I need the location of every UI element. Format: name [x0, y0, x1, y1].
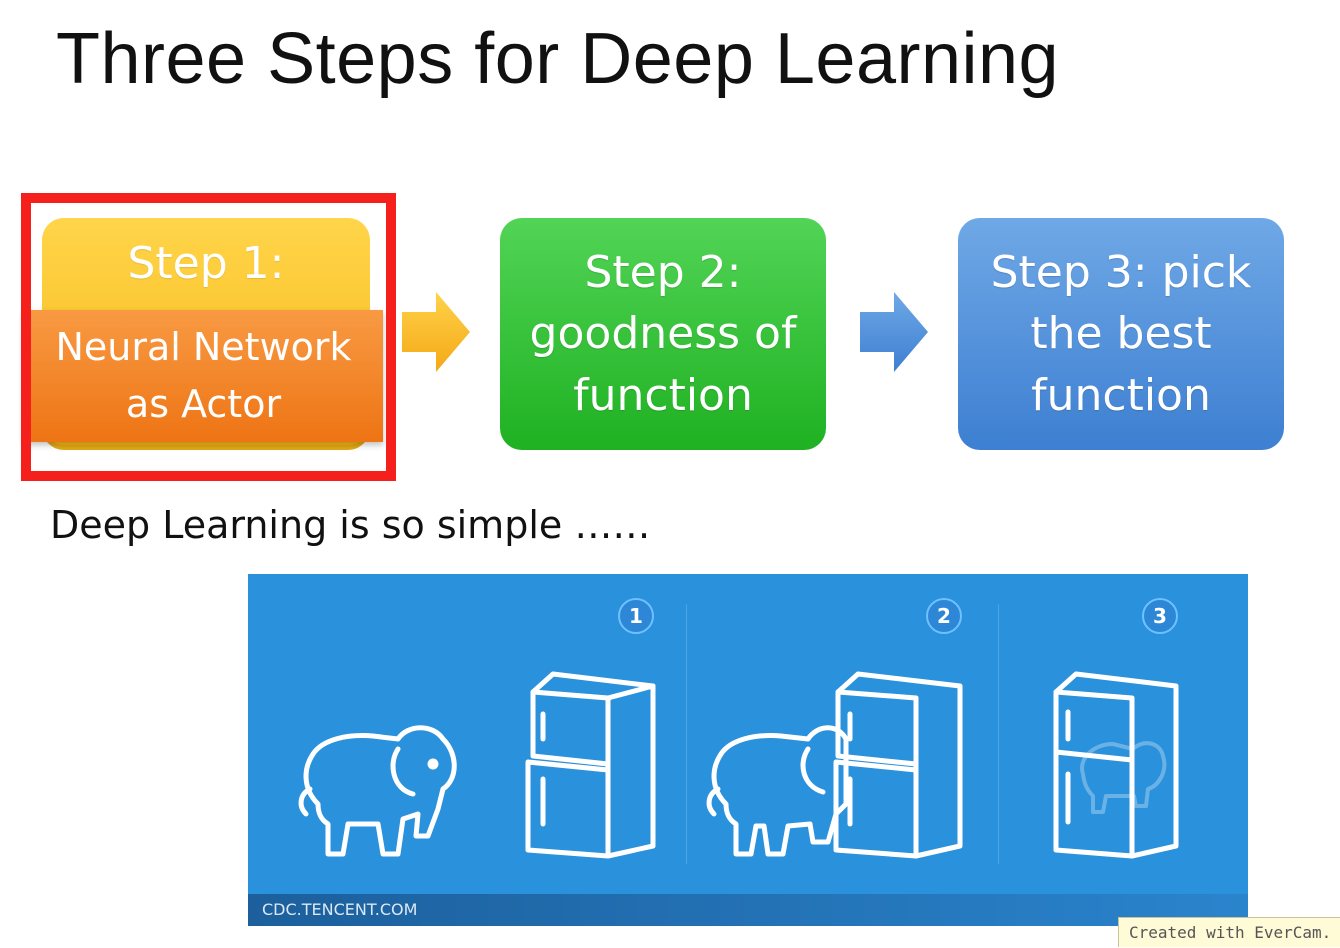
- watermark: Created with EverCam.: [1118, 917, 1340, 947]
- highlight-frame: [21, 193, 396, 481]
- refrigerator-icon: [525, 671, 656, 859]
- source-label: CDC.TENCENT.COM: [262, 900, 418, 919]
- step3-label: Step 3: pick the best function: [990, 246, 1252, 421]
- elephant-fridge-illustration: [298, 671, 1179, 859]
- step-badge-1: 1: [618, 598, 654, 634]
- elephant-icon: [298, 725, 457, 857]
- step1-overlay: Neural Network as Actor: [24, 310, 383, 442]
- step2-label: Step 2: goodness of function: [529, 246, 797, 421]
- elephant-icon: [706, 725, 849, 857]
- arrow-right-icon: [402, 292, 470, 372]
- step-badge-2: 2: [926, 598, 962, 634]
- refrigerator-icon: [833, 671, 963, 859]
- step3-box: Step 3: pick the best function: [958, 218, 1284, 450]
- step2-box: Step 2: goodness of function: [500, 218, 826, 450]
- elephant-icon: [1080, 741, 1167, 814]
- panel-divider: [686, 604, 687, 864]
- panel-divider: [998, 604, 999, 864]
- panel-footer: CDC.TENCENT.COM: [248, 894, 1248, 926]
- refrigerator-icon: [1053, 671, 1179, 859]
- illustration-panel: 1 2 3: [248, 574, 1248, 926]
- arrow-right-icon: [860, 292, 928, 372]
- step1-heading: Step 1:: [127, 238, 285, 289]
- caption-text: Deep Learning is so simple ……: [50, 503, 651, 547]
- step-badge-3: 3: [1142, 598, 1178, 634]
- slide-title: Three Steps for Deep Learning: [56, 19, 1060, 99]
